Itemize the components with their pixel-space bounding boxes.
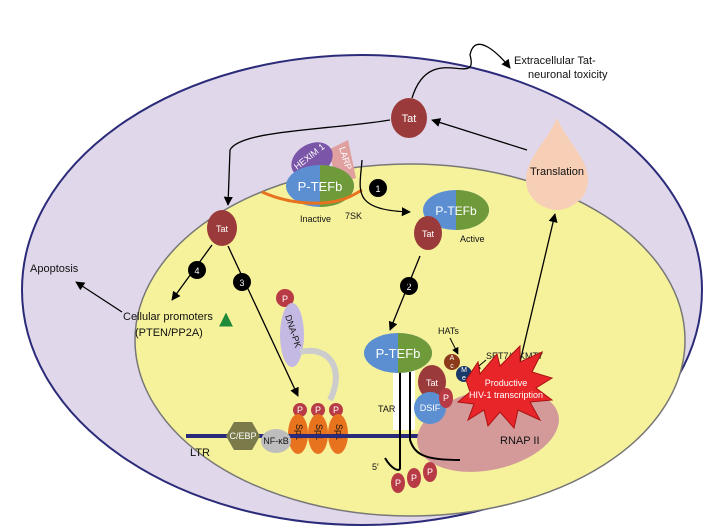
- ac-mark: [444, 354, 460, 370]
- p-ctd-1: [391, 473, 405, 493]
- five-prime-label: 5′: [372, 462, 379, 472]
- sp1-3-label: Sp1: [334, 424, 344, 440]
- cebp-shape: [226, 422, 260, 450]
- tar-rna: [384, 372, 401, 471]
- extracellular-label-1: Extracellular Tat-: [514, 55, 596, 67]
- arrow-tat-sp1: [227, 245, 299, 397]
- step-4-label: 4: [194, 266, 199, 276]
- sp1-1-label: Sp1: [294, 424, 304, 440]
- p-ctd-1-label: P: [395, 478, 401, 488]
- arrow-tat-down: [223, 119, 391, 206]
- tat-top-label: Tat: [402, 113, 417, 125]
- p-ctd-2: [407, 468, 421, 488]
- apoptosis-label: Apoptosis: [30, 263, 79, 275]
- ptefb-active-label: P-TEFb: [435, 204, 477, 218]
- p-sp1-1: [293, 403, 307, 417]
- p-sp1-3-label: P: [333, 405, 339, 415]
- translation-droplet: [526, 118, 588, 210]
- active-label: Active: [460, 234, 485, 244]
- arrow-translation-tat: [431, 118, 528, 151]
- p-ctd-3: [423, 462, 437, 482]
- arrow-apoptosis: [75, 281, 123, 313]
- ac-a: A: [450, 355, 455, 362]
- ltr-label: LTR: [190, 447, 210, 459]
- arrow-tat-promoters: [171, 244, 213, 301]
- sp1-group: P P P Sp1 Sp1 Sp1: [288, 403, 348, 454]
- tat-active-label: Tat: [422, 229, 435, 239]
- tat-top: [391, 98, 427, 138]
- tat-tar-label: Tat: [426, 378, 439, 388]
- extracellular-label-2: neuronal toxicity: [528, 69, 608, 81]
- nfkb-shape: [261, 429, 291, 453]
- arrow-productive-translation: [519, 213, 558, 363]
- ac-c: c: [450, 363, 454, 370]
- ptefb-tar-green: [398, 333, 432, 373]
- productive-burst: [456, 344, 554, 430]
- nfkb-label: NF-κB: [263, 436, 289, 446]
- tat-left-label: Tat: [216, 224, 229, 234]
- step-2-badge: [400, 277, 418, 295]
- step-1-badge: [369, 179, 387, 197]
- arrow-active-tar: [388, 255, 421, 331]
- cellular-promoters-1: Cellular promoters: [123, 311, 213, 323]
- inactive-complex: LARP HEXIM 1 P-TEFb Inactive 7SK: [261, 140, 363, 224]
- me-m: M: [461, 367, 467, 374]
- ptefb-active-green: [456, 190, 489, 230]
- productive-label-2: HIV-1 transcription: [469, 390, 543, 400]
- dnapk-arrow: [299, 347, 339, 402]
- 7sk-rna: [261, 188, 363, 205]
- tat-tar: [418, 365, 446, 399]
- p-ctd-2-label: P: [411, 473, 417, 483]
- p-dsif: [439, 388, 453, 408]
- p-dnapk: [276, 289, 294, 307]
- arrow-hats: [449, 337, 459, 355]
- step-4-badge: [188, 261, 206, 279]
- rnap-label: RNAP II: [500, 435, 540, 447]
- cellular-promoters-2: (PTEN/PP2A): [135, 327, 203, 339]
- tat-active: [414, 216, 442, 250]
- 7sk-label: 7SK: [345, 211, 362, 221]
- ptefb-tar-label: P-TEFb: [376, 346, 421, 361]
- cebp-label: C/EBP: [229, 431, 256, 441]
- step-3-label: 3: [239, 278, 244, 288]
- dsif-label: DSIF: [420, 403, 441, 413]
- hats-label: HATs: [438, 326, 459, 336]
- arrow-extracellular: [411, 43, 511, 99]
- p-ctd-3-label: P: [427, 467, 433, 477]
- inactive-label: Inactive: [300, 214, 331, 224]
- p-dsif-label: P: [443, 393, 449, 403]
- active-complex: P-TEFb Tat Active: [414, 190, 489, 250]
- tar-rna-2: [409, 372, 461, 461]
- ptefb-inactive-label: P-TEFb: [298, 179, 343, 194]
- p-dnapk-label: P: [282, 294, 288, 304]
- sp1-2-label: Sp1: [314, 424, 324, 440]
- tat-left: [207, 210, 237, 246]
- tar-label: TAR: [378, 404, 396, 414]
- dnapk-shape: [280, 303, 304, 367]
- translation-label: Translation: [530, 166, 584, 178]
- step-2-label: 2: [406, 282, 411, 292]
- me-e: e: [462, 375, 466, 382]
- step-1-label: 1: [375, 184, 380, 194]
- productive-label-1: Productive: [485, 378, 528, 388]
- p-sp1-2: [311, 403, 325, 417]
- p-sp1-3: [329, 403, 343, 417]
- p-sp1-2-label: P: [315, 405, 321, 415]
- dsif-shape: [414, 392, 446, 424]
- ptefb-inactive-green: [320, 165, 354, 207]
- p-sp1-1-label: P: [297, 405, 303, 415]
- arrow-inactive-active: [359, 159, 411, 217]
- tar-stem: [393, 370, 415, 430]
